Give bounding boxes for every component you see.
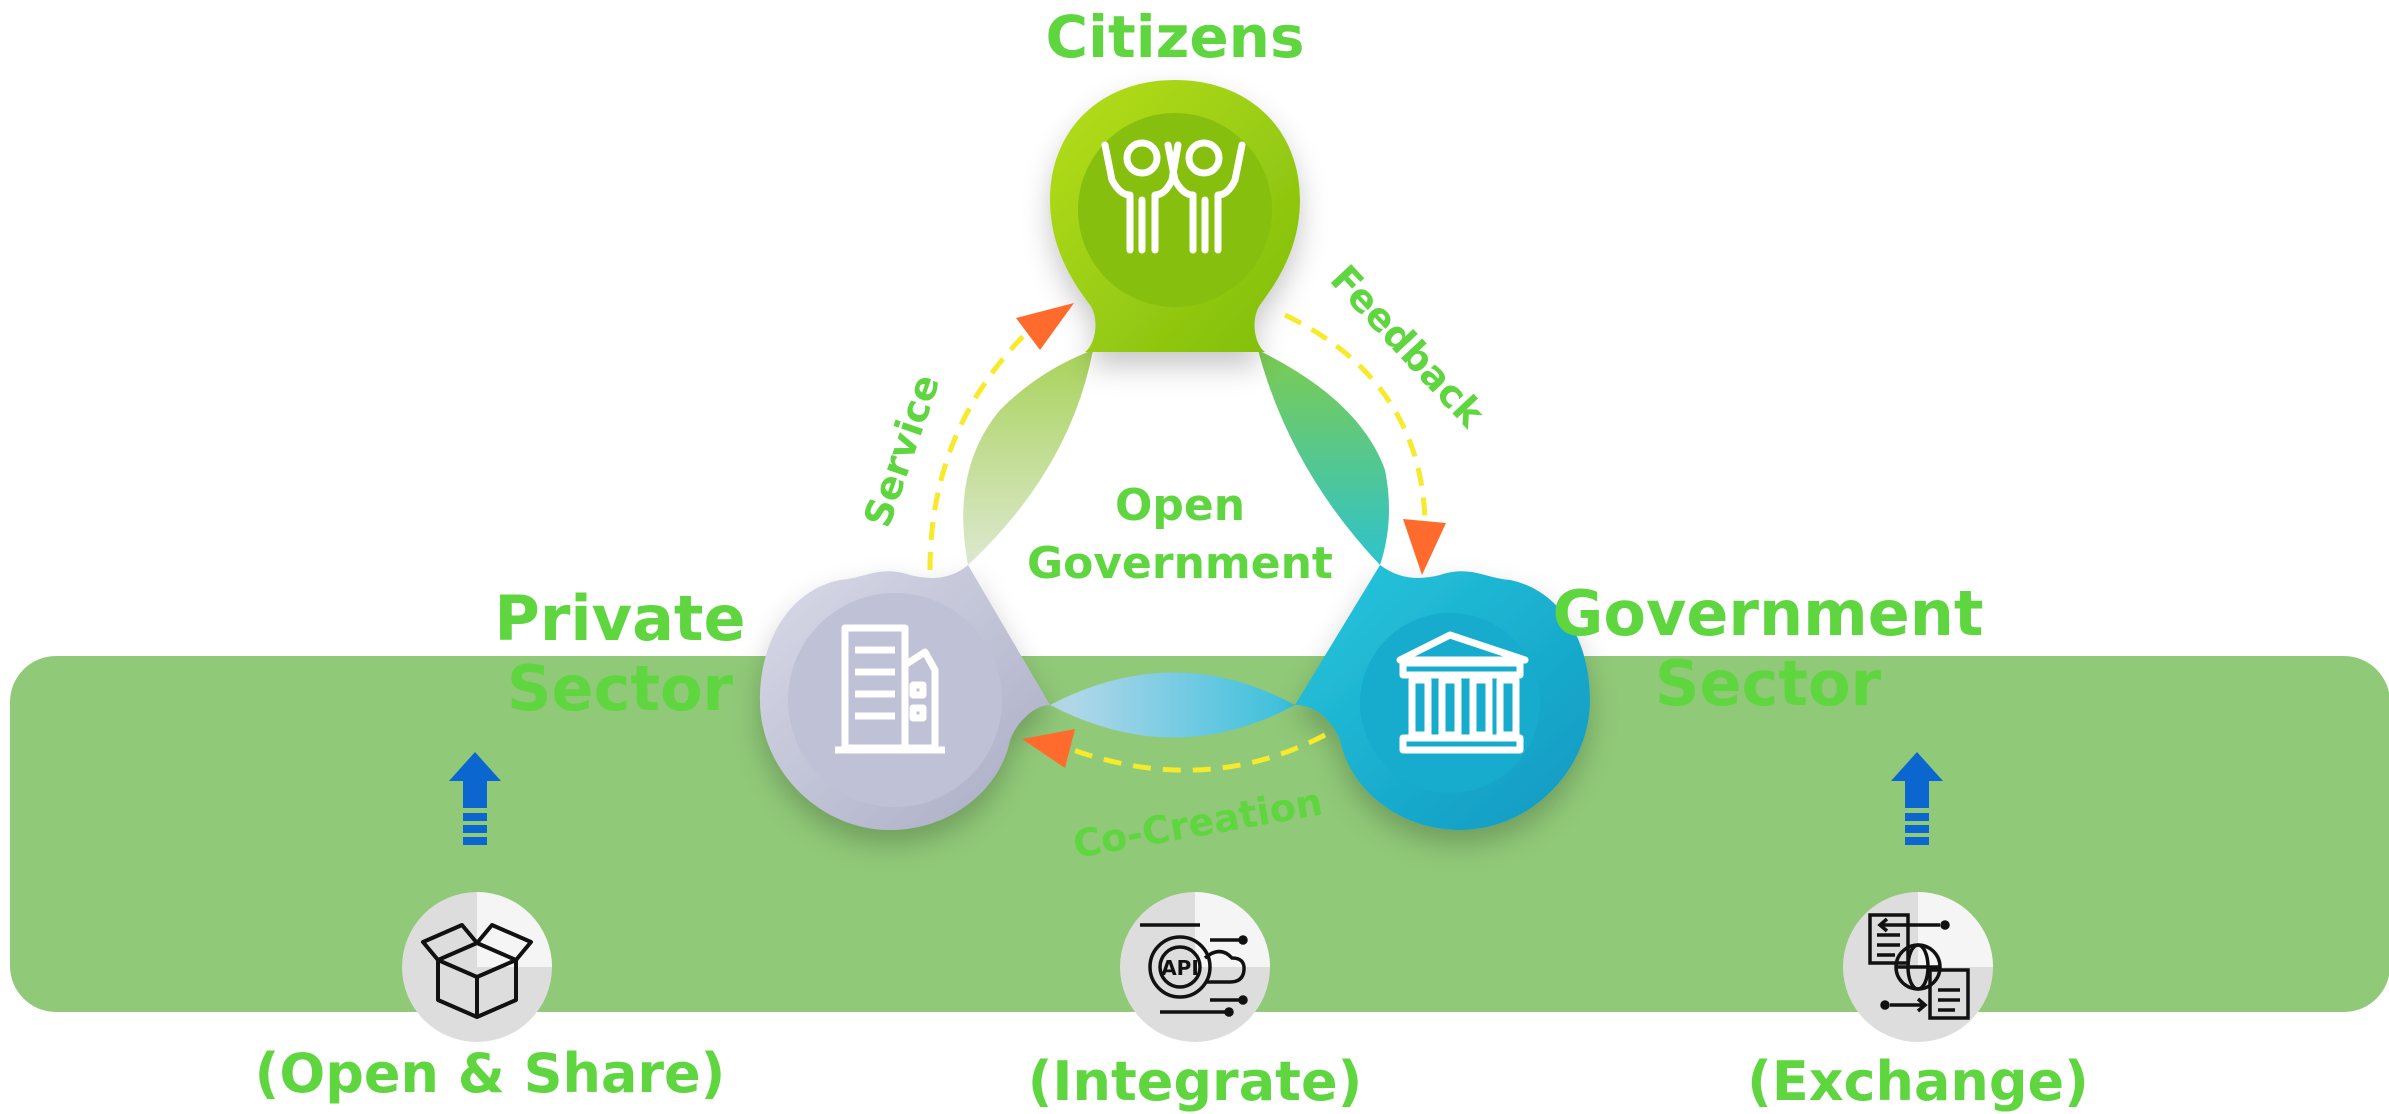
government-sector-label-2: Sector (1655, 647, 1882, 720)
lens-right (1258, 350, 1389, 565)
government-sector-label-1: Government (1552, 577, 1983, 650)
private-sector-label-2: Sector (507, 652, 734, 725)
citizens-label: Citizens (1046, 3, 1305, 71)
up-arrow-left (449, 752, 501, 845)
open-box-icon (421, 923, 533, 1019)
private-sector-label-1: Private (494, 582, 745, 655)
background-band (10, 656, 2389, 1012)
government-building-icon (1396, 631, 1529, 754)
lens-bottom (1050, 672, 1295, 738)
exchange-label: (Exchange) (1747, 1050, 2089, 1113)
cocreation-arrowhead (1022, 729, 1075, 768)
globe-exchange-icon (1868, 913, 1970, 1020)
open-government-label-2: Government (1027, 538, 1333, 589)
feedback-label: Feedback (1322, 257, 1494, 437)
office-building-icon (835, 624, 945, 754)
open-government-label-1: Open (1115, 480, 1245, 531)
svg-text:API: API (1161, 956, 1199, 980)
up-arrow-right (1891, 752, 1943, 845)
integrate-label: (Integrate) (1028, 1050, 1363, 1113)
feedback-arrow (1283, 312, 1428, 521)
open-share-icon-circle (402, 892, 552, 1042)
feedback-arrowhead (1403, 519, 1446, 575)
service-arrowhead (1016, 303, 1074, 350)
lens-left-fill (963, 350, 1093, 565)
service-arrow (927, 318, 1042, 571)
integrate-icon-circle (1120, 892, 1270, 1042)
cocreation-arrow (1059, 732, 1327, 773)
api-cloud-icon: API (1140, 923, 1248, 1017)
people-cheering-icon (1101, 139, 1246, 254)
open-share-label: (Open & Share) (255, 1042, 726, 1105)
